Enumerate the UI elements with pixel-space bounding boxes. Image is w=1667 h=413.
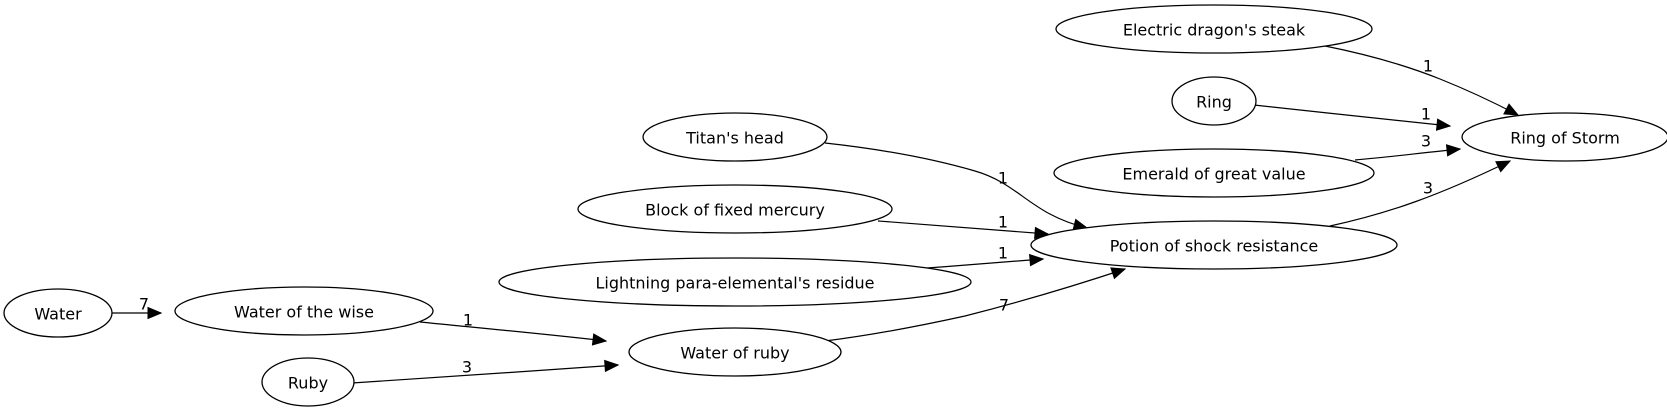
edge-weight-label: 7 bbox=[139, 295, 149, 314]
edge-potion_shock-to-ring_storm: 3 bbox=[1329, 160, 1512, 227]
node-ellipse bbox=[3, 288, 113, 338]
edge-line bbox=[1324, 45, 1519, 116]
node-water-ruby: Water of ruby bbox=[628, 327, 842, 377]
edge-water-to-water_wise: 7 bbox=[112, 295, 163, 320]
edge-line bbox=[419, 321, 607, 342]
node-ellipse bbox=[174, 286, 434, 336]
edge-weight-label: 1 bbox=[998, 169, 1008, 188]
node-water: Water bbox=[3, 288, 113, 338]
node-dragon-steak: Electric dragon's steak bbox=[1055, 4, 1373, 54]
edge-line bbox=[1253, 104, 1451, 127]
arrowhead bbox=[604, 359, 620, 373]
node-ellipse bbox=[577, 184, 893, 234]
node-ellipse bbox=[498, 257, 972, 307]
edge-line bbox=[1329, 160, 1511, 227]
node-ellipse bbox=[1030, 220, 1398, 270]
edge-weight-label: 1 bbox=[998, 213, 1008, 232]
edge-weight-label: 3 bbox=[462, 358, 472, 377]
node-emerald: Emerald of great value bbox=[1053, 148, 1375, 198]
edge-line bbox=[824, 268, 1126, 342]
edge-emerald-to-ring_storm: 3 bbox=[1354, 132, 1462, 161]
edge-dragon_steak-to-ring_storm: 1 bbox=[1324, 45, 1520, 116]
node-ring-storm: Ring of Storm bbox=[1461, 112, 1667, 162]
node-fixed-mercury: Block of fixed mercury bbox=[577, 184, 893, 234]
edge-ring-to-ring_storm: 1 bbox=[1253, 104, 1452, 131]
node-label: Water bbox=[34, 305, 82, 324]
node-potion-shock: Potion of shock resistance bbox=[1030, 220, 1398, 270]
arrowhead bbox=[1435, 118, 1452, 131]
node-label: Water of the wise bbox=[234, 303, 374, 322]
node-label: Ring bbox=[1196, 93, 1232, 112]
node-ellipse bbox=[642, 112, 828, 162]
edge-line bbox=[877, 220, 1049, 235]
arrowhead bbox=[1029, 253, 1045, 267]
node-label: Potion of shock resistance bbox=[1110, 237, 1319, 256]
arrowhead bbox=[1110, 267, 1127, 280]
node-ellipse bbox=[261, 357, 355, 407]
node-label: Lightning para-elemental's residue bbox=[595, 274, 874, 293]
node-ellipse bbox=[1055, 4, 1373, 54]
node-lightning-residue: Lightning para-elemental's residue bbox=[498, 257, 972, 307]
edge-weight-label: 3 bbox=[1421, 132, 1431, 151]
edge-fixed_mercury-to-potion_shock: 1 bbox=[877, 213, 1050, 240]
edge-line bbox=[351, 364, 619, 384]
node-titans-head: Titan's head bbox=[642, 112, 828, 162]
node-label: Electric dragon's steak bbox=[1123, 21, 1306, 40]
edge-weight-label: 1 bbox=[1423, 57, 1433, 76]
node-ellipse bbox=[628, 327, 842, 377]
arrowhead bbox=[591, 333, 608, 346]
edge-weight-label: 1 bbox=[998, 244, 1008, 263]
arrowhead bbox=[147, 306, 163, 320]
node-ellipse bbox=[1461, 112, 1667, 162]
node-ring: Ring bbox=[1171, 76, 1257, 126]
arrowhead bbox=[1445, 144, 1462, 157]
edge-line bbox=[1354, 148, 1461, 161]
node-label: Water of ruby bbox=[680, 344, 789, 363]
node-label: Emerald of great value bbox=[1122, 165, 1305, 184]
edge-water_ruby-to-potion_shock: 7 bbox=[824, 267, 1127, 342]
edge-ruby-to-water_ruby: 3 bbox=[351, 358, 620, 384]
edge-weight-label: 1 bbox=[1421, 105, 1431, 124]
node-ruby: Ruby bbox=[261, 357, 355, 407]
node-label: Titan's head bbox=[685, 129, 784, 148]
edge-line bbox=[926, 258, 1044, 269]
edge-weight-label: 1 bbox=[463, 311, 473, 330]
arrowhead bbox=[1503, 103, 1520, 116]
edge-water_wise-to-water_ruby: 1 bbox=[419, 311, 608, 346]
node-water-wise: Water of the wise bbox=[174, 286, 434, 336]
edge-lightning_residue-to-potion_shock: 1 bbox=[926, 244, 1045, 269]
edge-line bbox=[824, 142, 1088, 229]
edge-weight-label: 7 bbox=[999, 296, 1009, 315]
node-ellipse bbox=[1171, 76, 1257, 126]
edge-weight-label: 3 bbox=[1423, 179, 1433, 198]
node-label: Ruby bbox=[288, 374, 328, 393]
node-ellipse bbox=[1053, 148, 1375, 198]
node-label: Block of fixed mercury bbox=[645, 201, 825, 220]
arrowhead bbox=[1495, 160, 1512, 173]
node-label: Ring of Storm bbox=[1510, 129, 1620, 148]
